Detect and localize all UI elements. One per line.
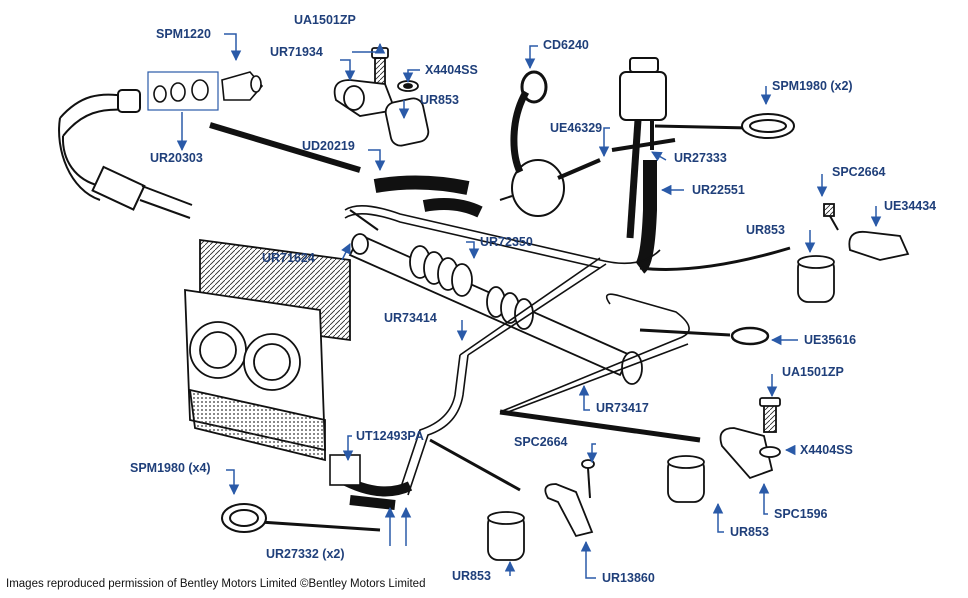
label-ud20219: UD20219 xyxy=(302,139,355,153)
bolt-clip-cluster-top xyxy=(333,47,430,147)
label-ue34434: UE34434 xyxy=(884,199,936,213)
label-ua1501zp-top: UA1501ZP xyxy=(294,13,356,27)
metal-pipes xyxy=(344,205,731,496)
pressure-hose-top-left xyxy=(58,89,193,219)
lower-hoses xyxy=(221,454,413,533)
label-spc2664-bottom: SPC2664 xyxy=(514,435,568,449)
label-spm1980-x2: SPM1980 (x2) xyxy=(772,79,853,93)
label-ur27332-x2: UR27332 (x2) xyxy=(266,547,345,561)
label-ua1501zp-bottom: UA1501ZP xyxy=(782,365,844,379)
label-spm1980-x4: SPM1980 (x4) xyxy=(130,461,211,475)
label-ur71934: UR71934 xyxy=(270,45,323,59)
o-ring-cd6240 xyxy=(520,70,548,104)
label-cd6240: CD6240 xyxy=(543,38,589,52)
leader-arrows xyxy=(176,33,882,579)
label-ue35616: UE35616 xyxy=(804,333,856,347)
label-spm1220: SPM1220 xyxy=(156,27,211,41)
label-ur22551: UR22551 xyxy=(692,183,745,197)
filter-canister xyxy=(499,158,601,217)
o-ring-ue35616 xyxy=(730,326,770,346)
label-spc1596: SPC1596 xyxy=(774,507,828,521)
label-ur853-top: UR853 xyxy=(420,93,459,107)
label-ur71624: UR71624 xyxy=(262,251,315,265)
reservoir-assembly xyxy=(619,57,795,274)
clip-set-bottom xyxy=(487,397,781,561)
clip-set-right xyxy=(797,203,910,303)
label-ur72350: UR72350 xyxy=(480,235,533,249)
black-hoses xyxy=(209,90,791,271)
steering-rack xyxy=(348,209,643,385)
label-x4404ss-top: X4404SS xyxy=(425,63,478,77)
oil-cooler-radiator xyxy=(184,238,351,462)
label-ur13860: UR13860 xyxy=(602,571,655,585)
copyright-credit: Images reproduced permission of Bentley … xyxy=(6,578,426,590)
part-labels: SPM1220 UR20303 UA1501ZP UR71934 X4404SS… xyxy=(130,13,936,585)
label-ur853-bottom: UR853 xyxy=(452,569,491,583)
label-spc2664-right: SPC2664 xyxy=(832,165,886,179)
label-ut12493pa: UT12493PA xyxy=(356,429,424,443)
label-ur853-right: UR853 xyxy=(746,223,785,237)
label-ur853-bottom-right: UR853 xyxy=(730,525,769,539)
label-ur20303: UR20303 xyxy=(150,151,203,165)
label-ue46329: UE46329 xyxy=(550,121,602,135)
label-ur73414: UR73414 xyxy=(384,311,437,325)
label-ur73417: UR73417 xyxy=(596,401,649,415)
spm1220-union-parts xyxy=(147,71,264,111)
label-x4404ss-bottom: X4404SS xyxy=(800,443,853,457)
label-ur27333: UR27333 xyxy=(674,151,727,165)
